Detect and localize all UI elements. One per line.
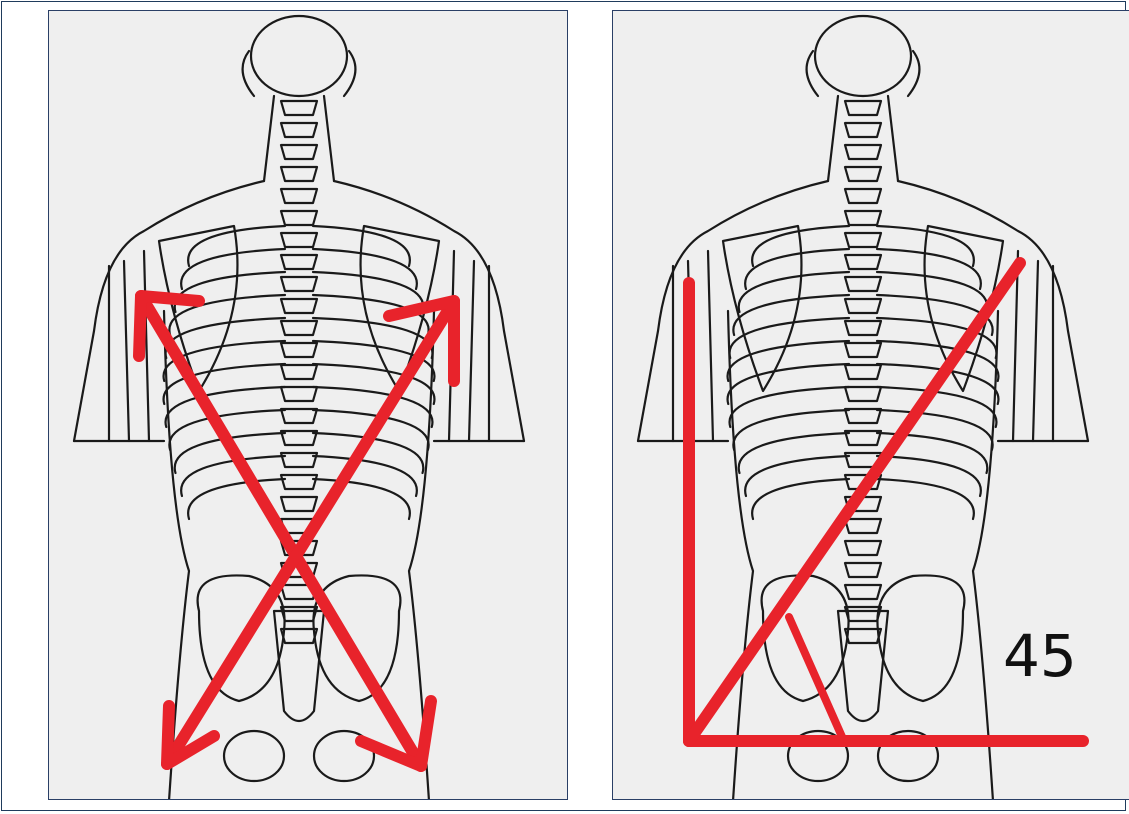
neck-outline: [264, 96, 334, 181]
spine-vertebrae: [845, 101, 881, 643]
left-ear: [807, 51, 818, 96]
sacrum: [274, 611, 324, 721]
left-scapula: [723, 226, 801, 391]
angle-label: 45: [1003, 627, 1077, 685]
right-iliac: [313, 575, 400, 701]
head-outline: [815, 16, 911, 96]
left-shoulder-arm: [638, 181, 828, 441]
right-iliac: [877, 575, 964, 701]
left-torso-side: [728, 311, 753, 800]
neck-outline: [828, 96, 898, 181]
left-scapula: [159, 226, 237, 391]
right-panel-back-45-diagram: 45: [612, 10, 1129, 800]
left-hip-socket: [224, 731, 284, 781]
left-shoulder-arm: [74, 181, 264, 441]
right-torso-side: [973, 311, 998, 800]
right-ear: [344, 51, 355, 96]
skeleton-lineart: [74, 16, 524, 800]
head-outline: [251, 16, 347, 96]
left-skeleton-drawing: [49, 11, 568, 800]
left-panel-back-x-diagram: [48, 10, 568, 800]
left-iliac: [762, 575, 849, 701]
x-arrows: [139, 296, 454, 766]
right-arm-lines: [1013, 251, 1053, 441]
left-ear: [243, 51, 254, 96]
sacrum: [838, 611, 888, 721]
right-ear: [908, 51, 919, 96]
